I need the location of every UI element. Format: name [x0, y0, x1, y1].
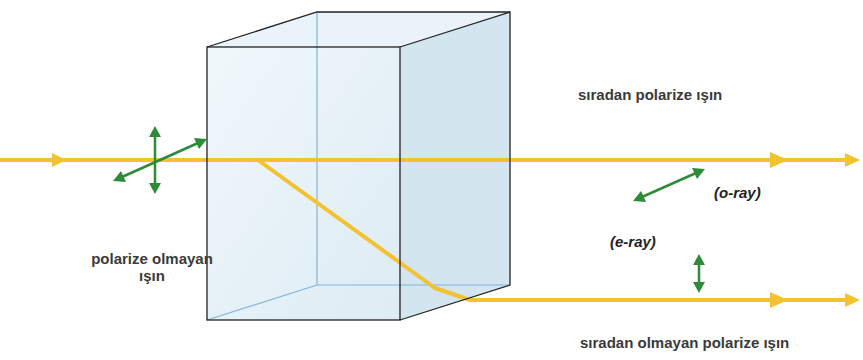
ray-tag: (e-ray): [610, 233, 656, 250]
polarization-arrows: [113, 126, 705, 293]
ray-label: sıradan olmayan polarize ışın: [580, 334, 789, 351]
ray-label: sıradan polarize ışın: [578, 86, 722, 103]
crystal-front: [207, 47, 400, 320]
light-beams: [0, 160, 850, 300]
ray-tag: (o-ray): [714, 184, 761, 201]
crystal-hidden-edges: [207, 12, 510, 320]
ray-label: polarize olmayan ışın: [87, 250, 217, 285]
beam-arrowheads: [52, 152, 860, 308]
crystal-edges: [207, 12, 510, 320]
